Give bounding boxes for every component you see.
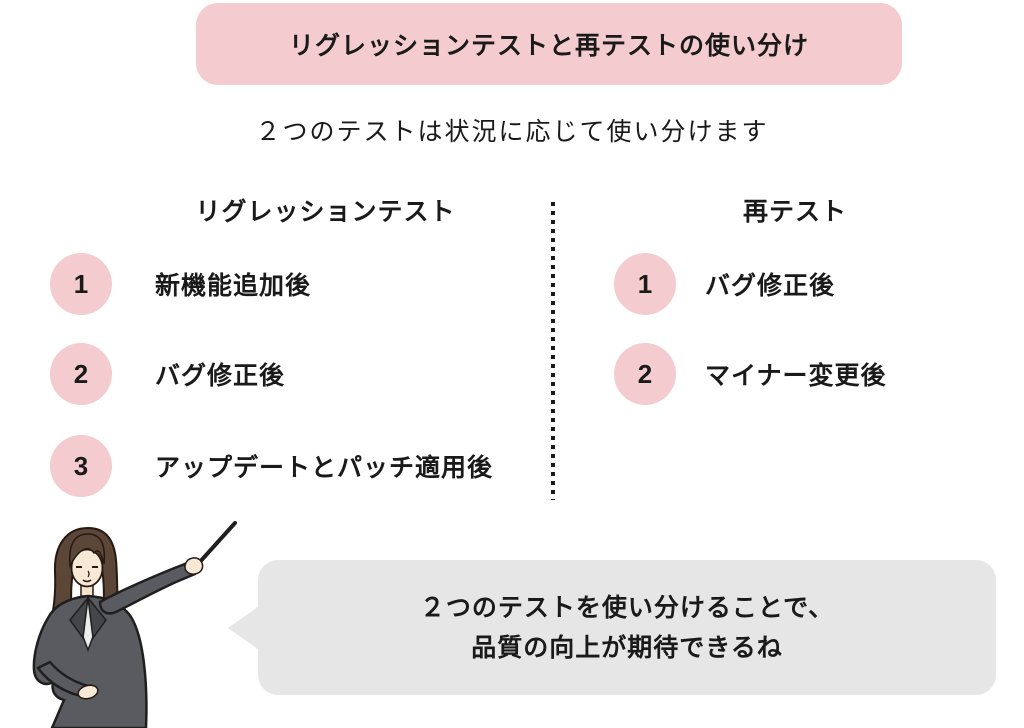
speech-bubble-tail [228,606,259,650]
item-label: 新機能追加後 [155,272,312,300]
number-badge: 2 [614,343,676,405]
hip-hand [77,684,99,700]
title-banner: リグレッションテストと再テストの使い分け [196,3,902,85]
list-item-regression-3: 3 アップデートとパッチ適用後 [50,435,493,497]
suit-jacket [32,594,148,728]
page-title: リグレッションテストと再テストの使い分け [288,32,809,60]
list-item-regression-2: 2 バグ修正後 [50,343,285,405]
item-number: 2 [73,358,89,389]
left-lapel [69,595,90,640]
item-number: 1 [73,268,89,299]
right-column-header: 再テスト [742,198,847,226]
nose [87,570,90,578]
item-number: 3 [73,450,89,481]
list-item-retest-2: 2 マイナー変更後 [614,343,887,405]
pointer-stick-icon [196,521,237,566]
item-label: マイナー変更後 [705,362,887,390]
item-label: アップデートとパッチ適用後 [155,454,494,482]
list-item-retest-1: 1 バグ修正後 [614,253,835,315]
dotted-divider [551,202,555,500]
item-label: バグ修正後 [705,272,836,300]
speech-bubble-line1: ２つのテストを使い分けることで、 [419,593,835,622]
pointing-hand [184,557,204,575]
number-badge: 3 [50,435,112,497]
number-badge: 1 [50,253,112,315]
woman-presenter-illustration [32,521,237,728]
number-badge: 2 [50,343,112,405]
left-column-header: リグレッションテスト [195,198,456,226]
list-item-regression-1: 1 新機能追加後 [50,253,311,315]
number-badge: 1 [614,253,676,315]
item-number: 2 [637,358,653,389]
speech-bubble-line2: 品質の向上が期待できるね [471,633,783,662]
item-label: バグ修正後 [155,362,286,390]
subtitle-text: ２つのテストは状況に応じて使い分けます [255,118,769,146]
right-lapel [86,595,107,640]
item-number: 1 [637,268,653,299]
mouth [82,579,92,583]
speech-bubble: ２つのテストを使い分けることで、 品質の向上が期待できるね [228,560,996,695]
bangs [68,533,106,569]
